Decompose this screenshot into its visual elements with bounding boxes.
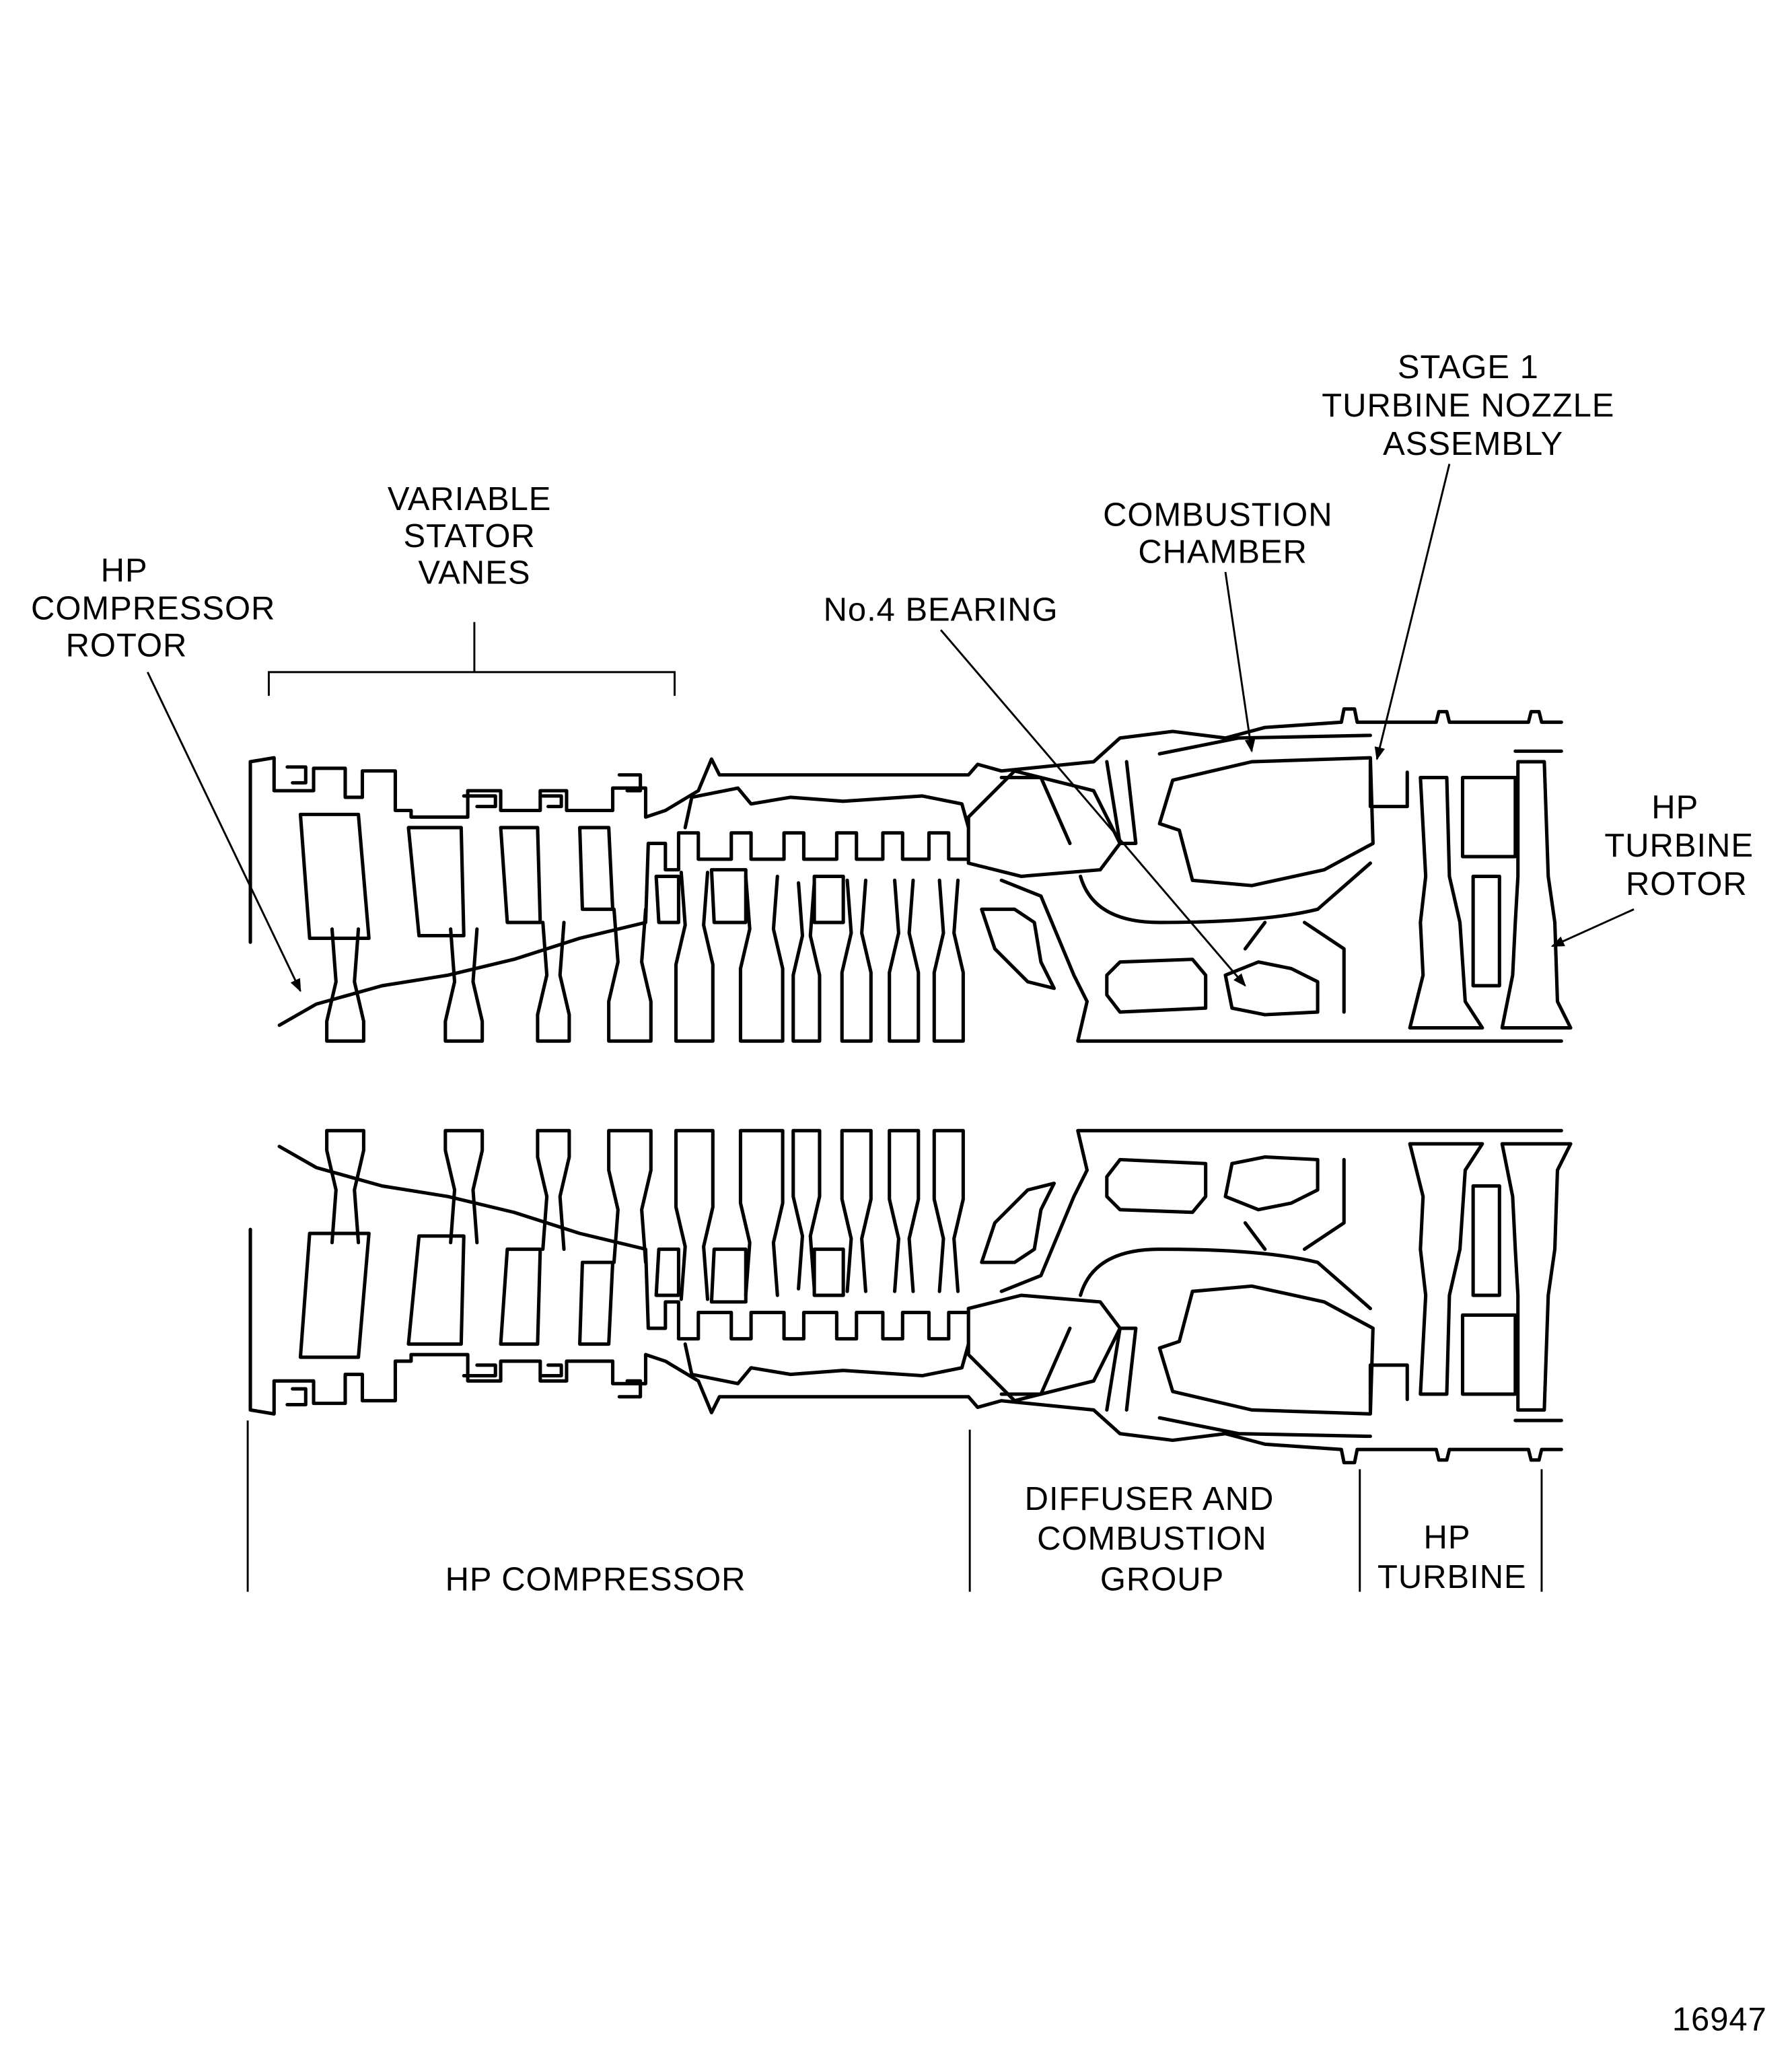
section-hp-turbine: HP TURBINE [1377,1519,1527,1595]
no4-bearing-label: No.4 BEARING [824,592,1059,628]
leader-no4-bearing [939,629,1246,987]
leader-stage1-nozzle [1374,464,1451,761]
figure-number: 16947 [1672,2002,1767,2038]
hp-turbine-rotor-label: HP TURBINE ROTOR [1604,789,1763,902]
leader-hp-turbine-rotor [1550,908,1635,947]
section-hp-compressor: HP COMPRESSOR [445,1562,746,1598]
leader-combustion-chamber [1224,571,1256,753]
leader-hp-compressor-rotor [146,672,301,992]
stage1-nozzle-label: STAGE 1 TURBINE NOZZLE ASSEMBLY [1322,349,1624,462]
variable-stator-vanes-label: VARIABLE STATOR VANES [388,481,561,591]
engine-lower-half [250,1130,1571,1462]
bracket-variable-stator-vanes [267,622,676,696]
combustion-chamber-label: COMBUSTION CHAMBER [1103,497,1342,571]
hp-compressor-rotor-label: HP COMPRESSOR ROTOR [31,552,285,664]
section-diffuser-combustion: DIFFUSER AND COMBUSTION GROUP [1025,1481,1284,1597]
engine-upper-half [250,709,1571,1041]
